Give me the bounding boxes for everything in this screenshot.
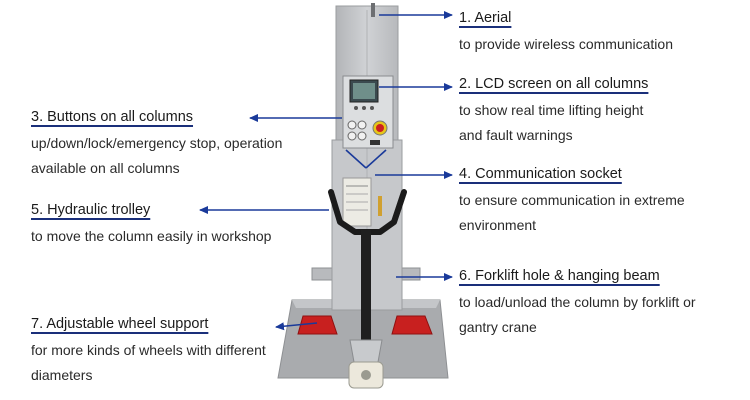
callout-buttons: 3. Buttons on all columns up/down/lock/e… [31,109,282,181]
callout-description: to ensure communication in extreme envir… [459,188,685,238]
callout-description-line: available on all columns [31,160,180,176]
callout-title: 5. Hydraulic trolley [31,202,151,218]
button-down [357,120,367,130]
emergency-stop-button [376,124,384,132]
callout-description: to move the column easily in workshop [31,224,271,249]
callout-title: 3. Buttons on all columns [31,109,194,125]
callout-description-line: and fault warnings [459,127,573,143]
button-lock [347,131,357,141]
callout-description-line: to provide wireless communication [459,36,673,52]
callout-title: 1. Aerial [459,10,512,26]
callout-description-line: to load/unload the column by forklift or [459,294,696,310]
callout-hydraulic-trolley: 5. Hydraulic trolley to move the column … [31,202,271,249]
callout-title: 4. Communication socket [459,166,622,182]
callout-description: up/down/lock/emergency stop, operation a… [31,131,282,181]
trolley-pump [349,339,383,363]
callout-description-line: for more kinds of wheels with different [31,342,266,358]
hydraulic-pipe [378,196,382,216]
callout-description: for more kinds of wheels with different … [31,338,266,388]
button-unlock [357,131,367,141]
callout-description-line: to move the column easily in workshop [31,228,272,244]
callout-description-line: environment [459,217,537,233]
callout-description: to load/unload the column by forklift or… [459,290,696,340]
callout-description-line: to show real time lifting height [459,102,644,118]
callout-title: 2. LCD screen on all columns [459,76,649,92]
communication-socket [370,140,380,145]
callout-description: to show real time lifting height and fau… [459,98,648,148]
callout-description-line: up/down/lock/emergency stop, operation [31,135,283,151]
callout-description: to provide wireless communication [459,32,673,57]
callout-communication-socket: 4. Communication socket to ensure commun… [459,166,685,238]
callout-wheel-support: 7. Adjustable wheel support for more kin… [31,316,266,388]
wheel-support-right [391,315,433,335]
callout-title: 6. Forklift hole & hanging beam [459,268,660,284]
arrow-socket-right [365,149,387,169]
callout-description-line: gantry crane [459,319,537,335]
callout-lcd-screen: 2. LCD screen on all columns to show rea… [459,76,648,148]
trolley-shaft [361,230,371,342]
aerial-mast [371,3,375,17]
callout-description-line: diameters [31,367,93,383]
wheel-support-left [297,315,338,335]
callout-aerial: 1. Aerial to provide wireless communicat… [459,10,673,57]
callout-forklift-hole: 6. Forklift hole & hanging beam to load/… [459,268,696,340]
callout-title: 7. Adjustable wheel support [31,316,209,332]
button-up [347,120,357,130]
lcd-display [353,83,375,99]
arrow-socket-left [345,149,367,169]
arrow-wheel-support [275,322,318,331]
callout-description-line: to ensure communication in extreme [459,192,685,208]
